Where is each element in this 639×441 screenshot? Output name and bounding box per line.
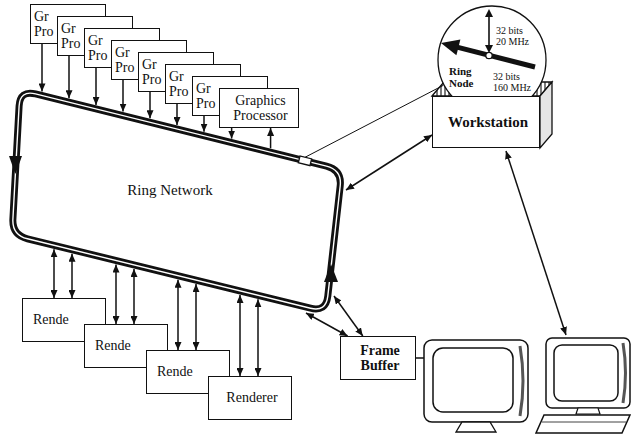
- label-holder: Ring Node: [449, 65, 483, 89]
- node-label: Gr Pro: [61, 21, 85, 52]
- ring-direction-arrow: [9, 156, 22, 174]
- node-label: Rende: [33, 312, 69, 327]
- ring-inner-line: [13, 93, 341, 309]
- label-holder: 32 bits 160 MHz: [493, 71, 533, 93]
- node-label: Rende: [95, 338, 131, 353]
- node-label: Rende: [157, 364, 193, 379]
- bus-arrow: [270, 128, 272, 148]
- node-label: Gr Pro: [196, 81, 220, 112]
- node-label: Graphics Processor: [223, 93, 298, 124]
- bus-arrow: [53, 249, 55, 298]
- callout-label: 32 bits 20 MHz: [496, 25, 532, 47]
- leader-line: [305, 85, 443, 157]
- node-label: Gr Pro: [88, 33, 112, 64]
- renderer-box: Renderer: [208, 376, 292, 420]
- workstation-side: [540, 82, 552, 148]
- bus-arrow: [346, 135, 432, 190]
- node-label: Frame Buffer: [350, 343, 410, 374]
- bus-arrow: [195, 284, 197, 350]
- bus-arrow: [68, 56, 70, 98]
- callout-label: 32 bits 160 MHz: [493, 71, 533, 93]
- port-arrow: [488, 16, 490, 47]
- bus-arrow: [306, 313, 348, 336]
- node-label: Renderer: [226, 390, 277, 405]
- port-arrowhead: [485, 9, 493, 17]
- left-monitor: [424, 340, 528, 432]
- node-label: Gr Pro: [142, 57, 166, 88]
- bus-arrow: [177, 280, 179, 350]
- ring-network: Ring Network: [0, 0, 360, 330]
- node-point: [486, 52, 492, 58]
- bus-arrow: [122, 80, 124, 112]
- right-monitor: [536, 338, 630, 433]
- ring-node-marker: [298, 156, 311, 166]
- ring-flow-arrowhead: [441, 40, 460, 56]
- label-holder: 32 bits 20 MHz: [496, 25, 532, 47]
- bus-arrow: [334, 296, 363, 336]
- bus-arrow: [231, 128, 233, 139]
- bus-arrow: [257, 299, 259, 376]
- node-label: Workstation: [448, 114, 528, 131]
- port-arrowhead: [485, 45, 493, 53]
- node-label: Gr Pro: [34, 9, 58, 40]
- ring-flow-arrow: [457, 47, 535, 67]
- bus-arrow: [239, 295, 241, 376]
- ring-band: [13, 93, 341, 309]
- video-cable: [416, 357, 424, 359]
- ring-direction-arrow: [324, 264, 338, 282]
- bus-arrow: [95, 68, 97, 105]
- processor-box: Graphics Processor: [219, 88, 299, 128]
- bus-arrow: [71, 254, 73, 298]
- label-holder: Ring Network: [125, 182, 215, 199]
- bus-arrow: [41, 44, 43, 91]
- workstation-box: Workstation: [432, 96, 540, 148]
- ring-outline: [0, 0, 360, 330]
- monitor-cable: [506, 151, 566, 335]
- node-label: Gr Pro: [169, 69, 193, 100]
- bus-arrow: [203, 116, 205, 132]
- bus-arrow: [115, 265, 117, 324]
- bus-arrow: [149, 92, 151, 118]
- network-label: Ring Network: [125, 182, 215, 199]
- bus-arrow: [133, 269, 135, 324]
- node-label: Gr Pro: [115, 45, 139, 76]
- frame-buffer-box: Frame Buffer: [340, 336, 416, 380]
- bus-arrow: [176, 104, 178, 125]
- callout-label: Ring Node: [449, 65, 483, 89]
